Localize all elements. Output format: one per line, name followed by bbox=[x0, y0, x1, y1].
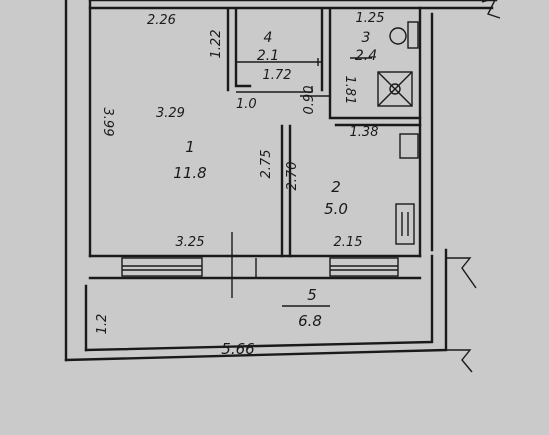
dim-door-small: 1.0 bbox=[236, 97, 257, 112]
exterior-wall-right bbox=[418, 6, 434, 258]
toilet-tank-icon bbox=[407, 21, 419, 49]
balcony-door bbox=[231, 232, 257, 298]
exterior-wall-top bbox=[88, 0, 498, 10]
dim-room4-height: 1.22 bbox=[209, 30, 224, 59]
wall-break-right bbox=[446, 257, 477, 373]
room-4-number: 4 bbox=[264, 30, 273, 46]
shower-diagonal bbox=[377, 71, 413, 107]
window-right bbox=[329, 257, 399, 277]
dim-balcony-length: 5.66 bbox=[221, 340, 254, 358]
shower-drain-icon bbox=[389, 83, 401, 95]
dim-room2-bottom: 2.15 bbox=[334, 235, 363, 250]
partition-room1-room2 bbox=[280, 124, 292, 258]
dim-room3-height: 1.81 bbox=[342, 76, 357, 105]
room-5-area: 6.8 bbox=[298, 312, 322, 330]
window-right-glass bbox=[330, 265, 398, 271]
window-left-glass bbox=[122, 265, 202, 271]
wall-room3 bbox=[320, 8, 422, 127]
room-4-area: 2.1 bbox=[257, 48, 279, 64]
room-3-number: 3 bbox=[362, 30, 371, 46]
kitchen-sink-icon bbox=[395, 203, 415, 245]
dim-balcony-depth: 1.2 bbox=[95, 314, 110, 335]
kitchen-stove-icon bbox=[399, 133, 419, 159]
room-2-number: 2 bbox=[331, 178, 341, 196]
dim-room3-width: 1.25 bbox=[356, 11, 385, 26]
dim-partition-height: 2.75 bbox=[259, 150, 274, 179]
shower-tray-icon bbox=[377, 71, 413, 107]
window-left bbox=[121, 257, 203, 277]
room-2-area: 5.0 bbox=[324, 200, 348, 218]
dim-opening: 0.90 bbox=[302, 86, 317, 115]
room-1-number: 1 bbox=[185, 138, 195, 156]
dim-room4-width: 1.72 bbox=[263, 68, 292, 83]
dim-room3-bottom: 1.38 bbox=[350, 125, 379, 140]
kitchen-sink-lines bbox=[401, 212, 409, 236]
room-3-area: 2.4 bbox=[355, 48, 377, 64]
wall-room4 bbox=[226, 8, 252, 92]
dim-room2-height: 2.70 bbox=[285, 162, 300, 191]
toilet-icon bbox=[389, 27, 407, 45]
dim-top-left-width: 2.26 bbox=[147, 13, 176, 28]
balcony-wall bbox=[64, 248, 448, 362]
wall-room4-door bbox=[236, 86, 313, 93]
dim-left-height: 3.99 bbox=[100, 108, 115, 137]
dim-room1-top: 3.29 bbox=[156, 106, 185, 121]
wall-break-top bbox=[481, 0, 501, 19]
exterior-wall-left bbox=[64, 0, 92, 362]
room-1-area: 11.8 bbox=[173, 164, 206, 182]
room-5-number: 5 bbox=[307, 286, 317, 304]
dim-line-room4 bbox=[236, 57, 372, 66]
dim-room1-bottom: 3.25 bbox=[176, 235, 205, 250]
wall-bottom bbox=[88, 254, 422, 280]
